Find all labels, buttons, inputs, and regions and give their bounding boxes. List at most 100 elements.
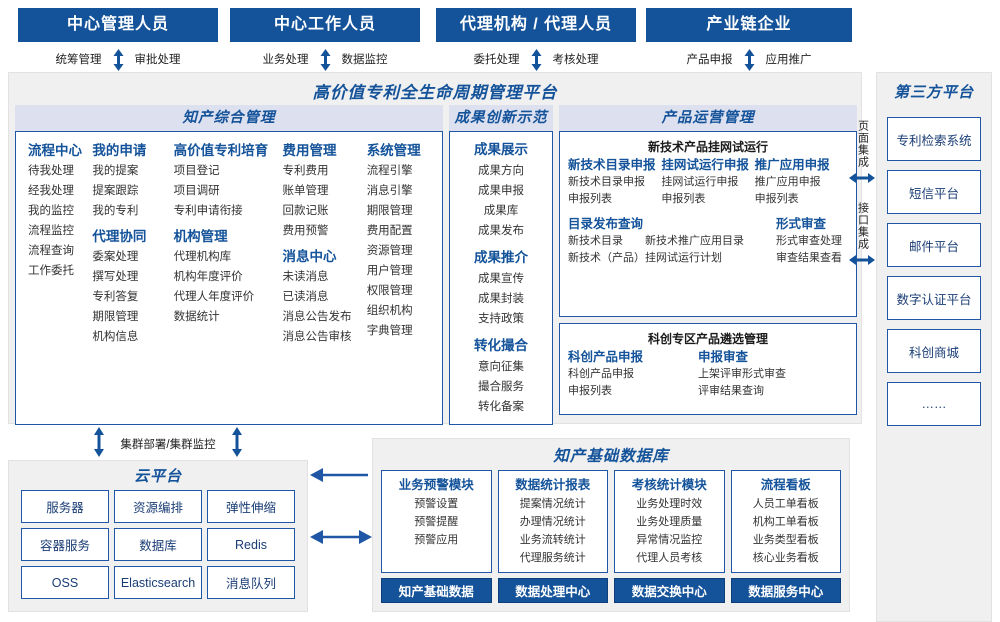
cloud-cell-1[interactable]: 服务器 <box>21 490 109 523</box>
ops-head-1[interactable]: 新技术目录申报 <box>568 158 656 172</box>
comp-item[interactable]: 消息公告发布 <box>282 311 352 323</box>
cloud-cell-8[interactable]: Elasticsearch <box>114 566 202 599</box>
third-party-item-2[interactable]: 短信平台 <box>887 170 981 214</box>
db-item[interactable]: 代理服务统计 <box>519 552 586 564</box>
db-item[interactable]: 业务类型看板 <box>752 534 819 546</box>
comp-item[interactable]: 机构年度评价 <box>173 271 243 283</box>
db-head-4[interactable]: 流程看板 <box>760 478 811 492</box>
ops-row2-item[interactable]: 审查结果查看 <box>776 252 842 264</box>
comp-item[interactable]: 流程监控 <box>28 225 74 237</box>
db-item[interactable]: 异常情况监控 <box>636 534 703 546</box>
kc-head-1[interactable]: 科创产品申报 <box>568 350 644 364</box>
comp-item[interactable]: 消息公告审核 <box>282 331 352 343</box>
comp-item[interactable]: 期限管理 <box>92 311 139 323</box>
ops-item[interactable]: 新技术目录申报 <box>568 176 645 188</box>
comp-item[interactable]: 回款记账 <box>282 205 329 217</box>
comp-item[interactable]: 代理机构库 <box>173 251 232 263</box>
ops-row2-item[interactable]: 形式审查处理 <box>776 235 842 247</box>
db-head-1[interactable]: 业务预警模块 <box>398 478 474 492</box>
comp-item[interactable]: 项目调研 <box>173 185 220 197</box>
cloud-cell-6[interactable]: Redis <box>207 528 295 561</box>
db-head-3[interactable]: 考核统计模块 <box>631 478 707 492</box>
comp-item[interactable]: 代理人年度评价 <box>173 291 255 303</box>
comp-item[interactable]: 流程查询 <box>28 245 74 257</box>
db-item[interactable]: 预警设置 <box>414 498 459 510</box>
third-party-item-5[interactable]: 科创商城 <box>887 329 981 373</box>
ach-group-head-3[interactable]: 转化撮合 <box>474 338 528 353</box>
comp-item[interactable]: 专利申请衔接 <box>173 205 243 217</box>
comp-item[interactable]: 机构信息 <box>92 331 139 343</box>
comp-item[interactable]: 提案跟踪 <box>92 185 139 197</box>
db-item[interactable]: 代理人员考核 <box>636 552 703 564</box>
ach-group-head-2[interactable]: 成果推介 <box>474 250 528 265</box>
comp-item[interactable]: 我的专利 <box>92 205 139 217</box>
ops-row2-item[interactable]: 新技术（产品）挂网试运行计划 <box>568 252 722 264</box>
db-item[interactable]: 业务流转统计 <box>519 534 586 546</box>
third-party-item-3[interactable]: 邮件平台 <box>887 223 981 267</box>
comp-item[interactable]: 撰写处理 <box>92 271 139 283</box>
comp-item[interactable]: 专利费用 <box>282 165 329 177</box>
comp-group-head-3-1[interactable]: 高价值专利培育 <box>173 143 269 158</box>
comp-item[interactable]: 数据统计 <box>173 311 220 323</box>
comp-item[interactable]: 流程引擎 <box>366 165 413 177</box>
ops-item[interactable]: 申报列表 <box>568 193 612 205</box>
comp-group-head-4-1[interactable]: 费用管理 <box>282 143 337 158</box>
third-party-item-4[interactable]: 数字认证平台 <box>887 276 981 320</box>
comp-group-head-1-1[interactable]: 流程中心 <box>28 143 82 158</box>
comp-item[interactable]: 费用预警 <box>282 225 329 237</box>
role-title-4[interactable]: 产业链企业 <box>646 8 852 42</box>
db-foot-1[interactable]: 知产基础数据 <box>381 578 492 603</box>
kc-item[interactable]: 申报列表 <box>568 385 612 397</box>
role-title-2[interactable]: 中心工作人员 <box>230 8 420 42</box>
comp-item[interactable]: 账单管理 <box>282 185 329 197</box>
db-item[interactable]: 预警应用 <box>414 534 459 546</box>
ach-item[interactable]: 转化备案 <box>478 401 524 413</box>
comp-group-head-5-1[interactable]: 系统管理 <box>366 143 421 158</box>
role-title-3[interactable]: 代理机构 / 代理人员 <box>436 8 636 42</box>
ops-item[interactable]: 申报列表 <box>661 193 706 205</box>
comp-item[interactable]: 我的提案 <box>92 165 139 177</box>
db-item[interactable]: 核心业务看板 <box>752 552 819 564</box>
comp-item[interactable]: 资源管理 <box>366 245 413 257</box>
db-item[interactable]: 业务处理质量 <box>636 516 703 528</box>
db-head-2[interactable]: 数据统计报表 <box>515 478 591 492</box>
db-foot-2[interactable]: 数据处理中心 <box>497 578 608 603</box>
kc-item[interactable]: 科创产品申报 <box>568 368 634 380</box>
comp-item[interactable]: 项目登记 <box>173 165 220 177</box>
comp-item[interactable]: 委案处理 <box>92 251 139 263</box>
cloud-cell-2[interactable]: 资源编排 <box>114 490 202 523</box>
comp-item[interactable]: 组织机构 <box>366 305 413 317</box>
ops-row2-head-1[interactable]: 目录发布查询 <box>568 217 644 231</box>
ach-item[interactable]: 意向征集 <box>478 361 524 373</box>
comp-group-head-2-1[interactable]: 我的申请 <box>92 143 147 158</box>
ach-group-head-1[interactable]: 成果展示 <box>474 142 528 157</box>
db-item[interactable]: 提案情况统计 <box>519 498 586 510</box>
comp-item[interactable]: 字典管理 <box>366 325 413 337</box>
comp-group-head-2-2[interactable]: 代理协同 <box>92 229 147 244</box>
kc-head-2[interactable]: 申报审查 <box>698 350 749 364</box>
ops-head-2[interactable]: 挂网试运行申报 <box>661 158 749 172</box>
ops-item[interactable]: 挂网试运行申报 <box>661 176 739 188</box>
comp-item[interactable]: 权限管理 <box>366 285 413 297</box>
comp-item[interactable]: 我的监控 <box>28 205 74 217</box>
ach-item[interactable]: 成果方向 <box>478 165 524 177</box>
db-foot-4[interactable]: 数据服务中心 <box>730 578 841 603</box>
comp-group-head-4-2[interactable]: 消息中心 <box>282 249 337 264</box>
comp-item[interactable]: 期限管理 <box>366 205 413 217</box>
comp-item[interactable]: 待我处理 <box>28 165 74 177</box>
cloud-cell-9[interactable]: 消息队列 <box>207 566 295 599</box>
cloud-cell-7[interactable]: OSS <box>21 566 109 599</box>
ops-row2-item[interactable]: 新技术目录 新技术推广应用目录 <box>568 235 744 247</box>
cloud-cell-4[interactable]: 容器服务 <box>21 528 109 561</box>
cloud-cell-5[interactable]: 数据库 <box>114 528 202 561</box>
ops-row2-head-2[interactable]: 形式审查 <box>776 217 827 231</box>
comp-item[interactable]: 用户管理 <box>366 265 413 277</box>
comp-item[interactable]: 费用配置 <box>366 225 413 237</box>
db-item[interactable]: 预警提醒 <box>414 516 459 528</box>
ach-item[interactable]: 成果库 <box>483 205 519 217</box>
ops-item[interactable]: 推广应用申报 <box>754 176 821 188</box>
comp-item[interactable]: 工作委托 <box>28 265 74 277</box>
ach-item[interactable]: 撮合服务 <box>478 381 524 393</box>
third-party-item-6[interactable]: …… <box>887 382 981 426</box>
comp-group-head-3-2[interactable]: 机构管理 <box>173 229 228 244</box>
